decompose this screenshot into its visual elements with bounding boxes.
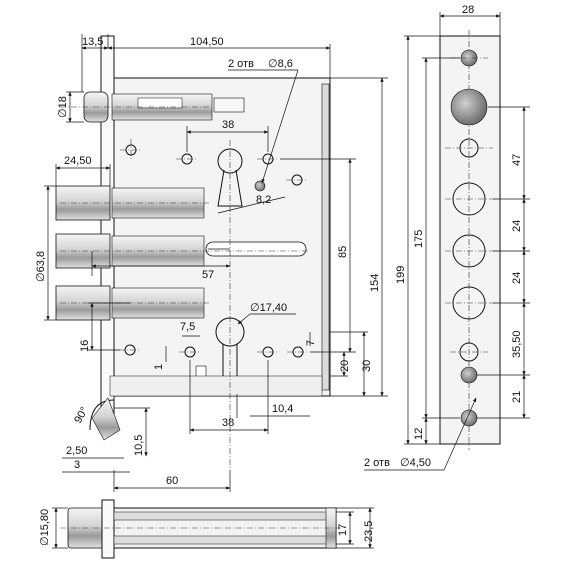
latch-opening: [450, 88, 488, 126]
dim-38-top: 38: [222, 119, 234, 131]
holes-bottom-dia: ∅4,50: [400, 457, 431, 469]
deadbolt-2-body: [111, 235, 205, 267]
dim-60: 60: [166, 475, 178, 487]
dim-8-2: 8,2: [256, 194, 271, 206]
dim-28: 28: [462, 4, 474, 16]
case-edge: [321, 83, 330, 391]
dim-10-5: 10,5: [133, 435, 145, 456]
dim-10-4: 10,4: [272, 403, 293, 415]
angle-arc: [89, 399, 115, 431]
dim-2-50: 2,50: [66, 445, 87, 457]
dim-175: 175: [413, 230, 425, 248]
dim-23-5: 23,5: [363, 521, 375, 542]
dim-dia-17-40: ∅17,40: [250, 302, 287, 314]
dim-35-50: 35,50: [511, 330, 523, 358]
dim-20: 20: [339, 360, 351, 372]
dimensions-front: 13,5 104,50 2 отв ∅8,6 ∅18 38 24,50 8,2 …: [35, 34, 388, 492]
deadbolt-1-body: [111, 187, 205, 219]
spindle-hole: [254, 180, 266, 192]
holes-top-qty: 2 отв: [228, 58, 254, 70]
holes-bottom-qty: 2 отв: [364, 457, 390, 469]
dim-17: 17: [337, 524, 349, 536]
dim-dia-63-8: ∅63,8: [35, 251, 47, 282]
dim-104-50: 104,50: [190, 36, 224, 48]
latch-tail: [213, 97, 245, 113]
dim-154: 154: [369, 274, 381, 292]
dim-90-deg: 90°: [72, 405, 91, 425]
dim-24-b: 24: [511, 272, 523, 284]
dim-57: 57: [202, 269, 214, 281]
dim-199: 199: [395, 266, 407, 284]
dim-dia-18: ∅18: [57, 96, 69, 118]
dim-dia-15-80: ∅15,80: [39, 509, 51, 546]
lock-bottom-view: ∅15,80 17 23,5: [39, 499, 375, 559]
latch-slot: [137, 97, 183, 109]
bolt-bar-slot: [205, 241, 307, 257]
holes-top-dia: ∅8,6: [268, 58, 293, 70]
dim-24-a: 24: [511, 220, 523, 232]
dim-7: 7: [305, 340, 317, 346]
dim-24-50: 24,50: [64, 155, 92, 167]
dim-7-5: 7,5: [180, 321, 195, 333]
faceplate-screw-mid: [460, 366, 478, 384]
dimensions-faceplate: 28 199 175 12 47 24 24 35,50 21 2: [364, 4, 530, 471]
dim-1: 1: [153, 364, 165, 370]
bottom-faceplate: [101, 499, 115, 559]
dim-12: 12: [413, 428, 425, 440]
dim-38-bottom: 38: [222, 417, 234, 429]
dim-3: 3: [74, 459, 80, 471]
faceplate-view: [439, 30, 501, 450]
dim-13-5: 13,5: [82, 36, 103, 48]
bottom-rail: [109, 375, 323, 397]
faceplate-screw-bottom: [460, 409, 478, 427]
dim-16: 16: [79, 340, 91, 352]
latch-swing: [91, 397, 121, 441]
dim-85: 85: [337, 246, 349, 258]
dim-21: 21: [511, 391, 523, 403]
dim-30: 30: [361, 360, 373, 372]
dim-47: 47: [511, 154, 523, 166]
